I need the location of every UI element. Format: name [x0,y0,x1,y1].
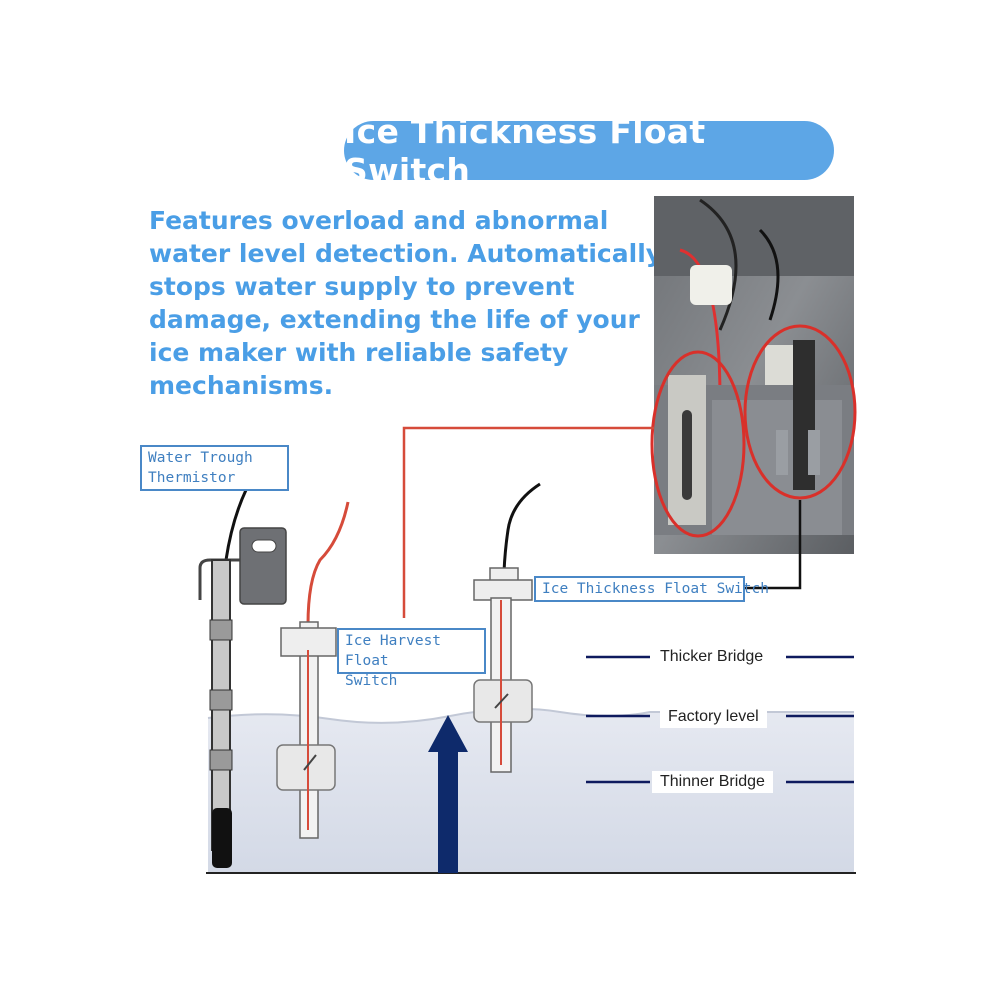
description-line: stops water supply to prevent [149,272,575,301]
thinner-bridge-label: Thinner Bridge [652,771,773,793]
thermistor-probe [198,489,287,868]
harvest-connector-line [402,426,654,618]
thickness-float-switch [473,482,541,773]
description-line: Features overload and abnormal [149,206,609,235]
description-line: damage, extending the life of your [149,305,640,334]
thermistor-label: Water Trough Thermistor [140,445,289,491]
description-line: mechanisms. [149,371,334,400]
description: Features overload and abnormal water lev… [149,204,663,402]
thermistor-label-line: Thermistor [148,470,236,486]
thicker-bridge-label: Thicker Bridge [652,646,772,668]
factory-level-label: Factory level [660,706,767,728]
harvest-float-switch [276,501,350,839]
description-line: water level detection. Automatically [149,239,663,268]
thermistor-label-line: Water Trough [148,450,253,466]
title-banner: Ice Thickness Float Switch [344,112,834,190]
thickness-switch-label: Ice Thickness Float Switch [534,576,769,602]
harvest-switch-label-line: Switch [345,673,398,689]
page-title: Ice Thickness Float Switch [344,111,706,190]
highlight-circle-left [650,350,746,538]
water-rise-arrow [428,715,468,873]
thickness-switch-label-text: Ice Thickness Float Switch [542,581,769,597]
water-body [208,708,854,873]
highlight-circle-right [743,324,857,500]
harvest-switch-label: Ice Harvest Float Switch [337,628,486,689]
thickness-connector-line [745,500,802,590]
product-photo [654,196,854,554]
description-line: ice maker with reliable safety [149,338,569,367]
harvest-switch-label-line: Ice Harvest Float [345,633,442,669]
